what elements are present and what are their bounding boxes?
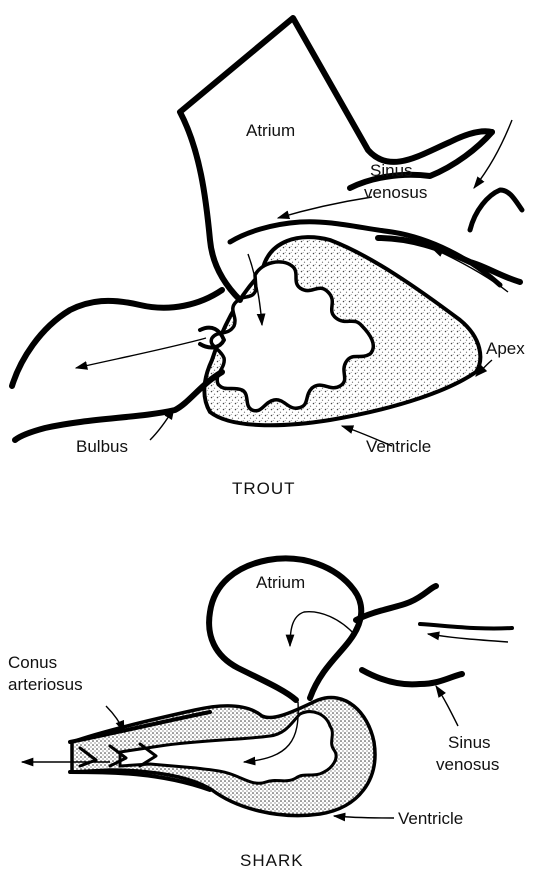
trout-caption: TROUT	[232, 479, 296, 498]
trout-bulbus-lower-wall	[15, 372, 222, 440]
trout-ventricle-label: Ventricle	[366, 437, 431, 456]
shark-conus-label-line1: Conus	[8, 653, 57, 672]
shark-conus-label-line2: arteriosus	[8, 675, 83, 694]
trout-bulbus-upper-wall	[12, 290, 222, 386]
trout-sinus-label-line2: venosus	[364, 183, 427, 202]
trout-diagram: Atrium Sinus venosus Apex Bulbus Ventric…	[12, 18, 525, 498]
shark-sinus-label-line2: venosus	[436, 755, 499, 774]
trout-apex-label: Apex	[486, 339, 525, 358]
shark-sinus-upper-wall	[356, 586, 436, 620]
trout-sinus-vessel-branch	[470, 190, 522, 230]
trout-sinus-label-line1: Sinus	[370, 161, 413, 180]
shark-sinus-outer-wall	[420, 624, 512, 629]
shark-atrium-label: Atrium	[256, 573, 305, 592]
trout-arrow-ventricle-to-bulbus	[76, 338, 206, 368]
shark-sinus-mid-wall	[362, 670, 462, 684]
shark-caption: SHARK	[240, 851, 304, 870]
trout-atrium-label: Atrium	[246, 121, 295, 140]
shark-arrow-sinus-in	[428, 634, 508, 642]
trout-arrow-sinus-to-atrium	[278, 197, 372, 218]
shark-diagram: Atrium Conus arteriosus Sinus venosus Ve…	[8, 558, 512, 870]
shark-sinus-leader	[436, 686, 458, 726]
shark-sinus-label-line1: Sinus	[448, 733, 491, 752]
shark-ventricle-leader	[334, 816, 394, 818]
trout-bulbus-label: Bulbus	[76, 437, 128, 456]
shark-ventricle-label: Ventricle	[398, 809, 463, 828]
